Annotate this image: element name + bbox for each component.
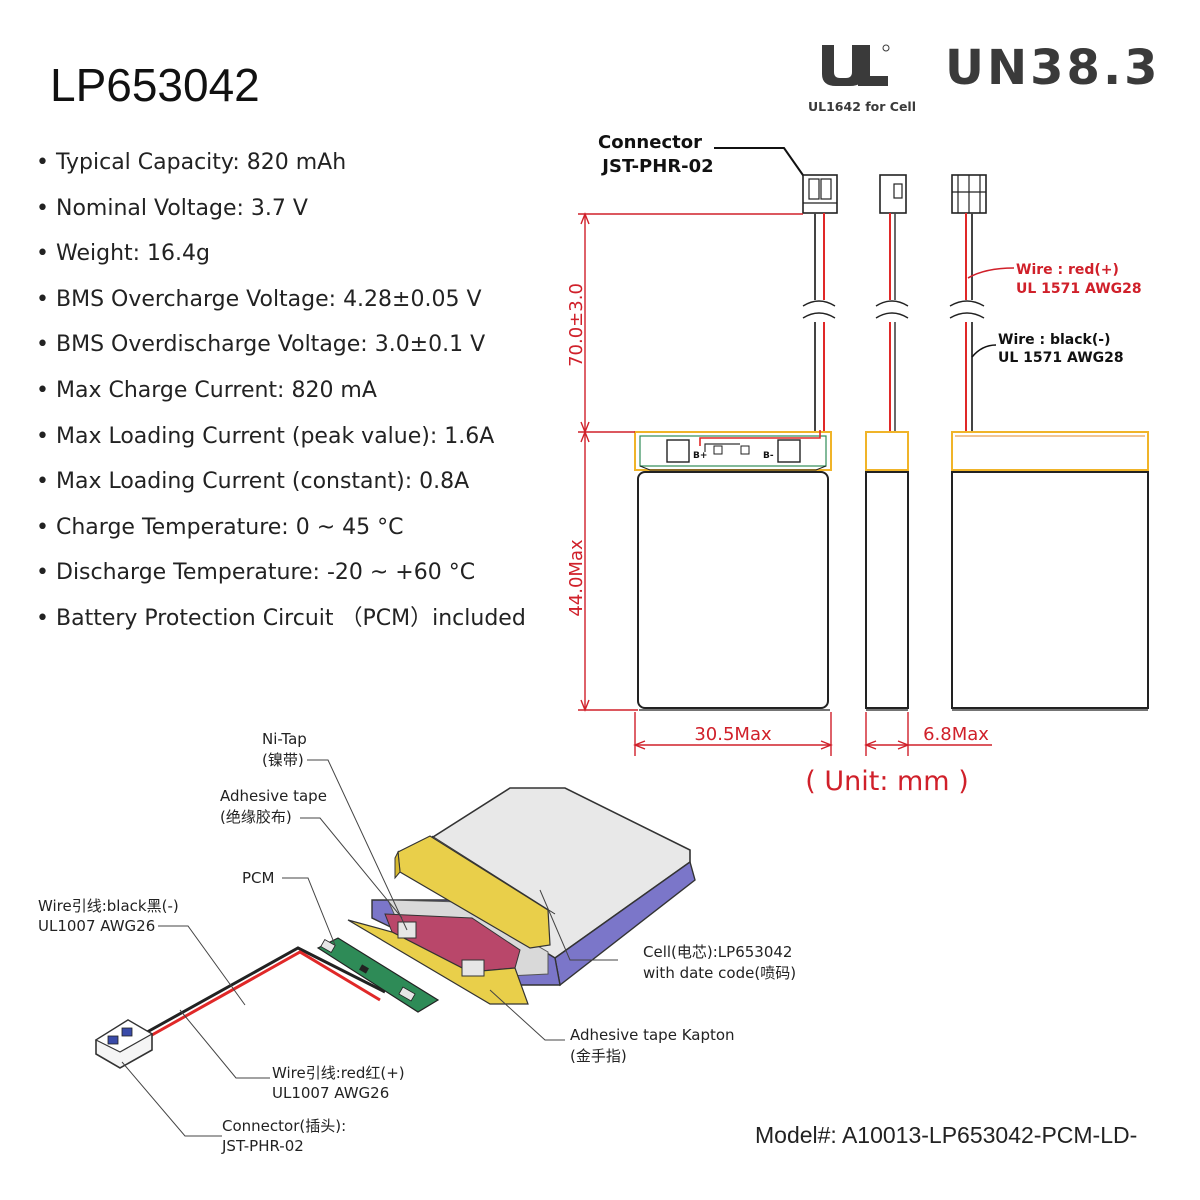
- spec-text: Weight: 16.4g: [56, 241, 210, 267]
- adhesive-label-1: Adhesive tape: [220, 787, 327, 805]
- connector-label-2: JST-PHR-02: [600, 156, 713, 177]
- connector-ex-label-1: Connector(插头):: [222, 1117, 346, 1135]
- spec-item: • Max Loading Current (peak value): 1.6A: [30, 420, 526, 466]
- spec-item: • Charge Temperature: 0 ~ 45 °C: [30, 511, 526, 557]
- ni-tap-label-1: Ni-Tap: [262, 730, 307, 748]
- spec-item: • BMS Overcharge Voltage: 4.28±0.05 V: [30, 283, 526, 329]
- pad-b-minus: B-: [763, 451, 774, 461]
- spec-text: Max Loading Current (peak value): 1.6A: [56, 423, 495, 449]
- exploded-wires: [139, 946, 386, 1042]
- bullet-icon: •: [36, 605, 49, 631]
- pad-b-plus: B+: [693, 451, 707, 461]
- bullet-icon: •: [36, 241, 49, 267]
- wire-red-ex-label-1: Wire引线:red红(+): [272, 1064, 405, 1082]
- model-number: Model#: A10013-LP653042-PCM-LD-: [755, 1122, 1138, 1148]
- spec-text: Typical Capacity: 820 mAh: [56, 150, 347, 175]
- connector-label-1: Connector: [598, 132, 702, 153]
- exploded-cell: [347, 787, 696, 1005]
- unit-label: ( Unit: mm ): [805, 766, 968, 797]
- spec-text: Max Loading Current (constant): 0.8A: [56, 469, 470, 495]
- spec-item: • Battery Protection Circuit （PCM）include…: [30, 602, 526, 648]
- spec-text: BMS Overdischarge Voltage: 3.0±0.1 V: [56, 332, 486, 358]
- spec-item: • Nominal Voltage: 3.7 V: [30, 192, 526, 238]
- product-title: LP653042: [50, 59, 260, 111]
- spec-item: • Typical Capacity: 820 mAh: [30, 146, 526, 192]
- kapton-label-2: (金手指): [570, 1047, 627, 1065]
- dim-wire-length: 70.0±3.0: [566, 283, 587, 367]
- dim-thickness: 6.8Max: [923, 724, 989, 745]
- bullet-icon: •: [36, 423, 49, 449]
- exploded-leaders: [121, 759, 618, 1137]
- wire-red-label-1: Wire : red(+): [1016, 262, 1119, 278]
- dimension-lines: [578, 212, 992, 756]
- front-connector: [802, 174, 838, 214]
- spec-text: Discharge Temperature: -20 ~ +60 °C: [56, 560, 476, 586]
- spec-text: Charge Temperature: 0 ~ 45 °C: [56, 514, 404, 540]
- wire-black-label-2: UL 1571 AWG28: [998, 350, 1124, 366]
- front-wires: [802, 213, 836, 432]
- kapton-label-1: Adhesive tape Kapton: [570, 1026, 735, 1044]
- spec-item: • Weight: 16.4g: [30, 237, 526, 283]
- cell-label-2: with date code(喷码): [643, 964, 796, 982]
- wire-red-leader: [967, 267, 1015, 279]
- spec-text: Battery Protection Circuit （PCM）included: [56, 605, 526, 631]
- spec-item: • Max Loading Current (constant): 0.8A: [30, 465, 526, 511]
- ul-caption: UL1642 for Cell: [808, 99, 916, 114]
- exploded-connector: [94, 1019, 154, 1069]
- bullet-icon: •: [36, 560, 49, 586]
- side-connector: [875, 174, 909, 432]
- spec-text: BMS Overcharge Voltage: 4.28±0.05 V: [56, 286, 482, 312]
- exploded-pcm: [316, 937, 440, 1013]
- back-view-cell: [951, 431, 1149, 711]
- wire-black-leader: [971, 344, 997, 358]
- bullet-icon: •: [36, 195, 49, 221]
- bullet-icon: •: [36, 469, 49, 495]
- spec-list: • Typical Capacity: 820 mAh • Nominal Volt…: [30, 146, 526, 648]
- un383-mark: UN38.3: [945, 40, 1161, 96]
- dim-height: 44.0Max: [566, 539, 587, 617]
- pcm-label: PCM: [242, 869, 274, 887]
- spec-item: • BMS Overdischarge Voltage: 3.0±0.1 V: [30, 328, 526, 374]
- bullet-icon: •: [36, 332, 49, 358]
- ni-tap-label-2: (镍带): [262, 751, 304, 769]
- connector-ex-label-2: JST-PHR-02: [221, 1137, 304, 1155]
- bullet-icon: •: [36, 150, 49, 175]
- spec-text: Nominal Voltage: 3.7 V: [56, 195, 308, 221]
- back-connector: [949, 174, 987, 432]
- wire-red-label-2: UL 1571 AWG28: [1016, 281, 1142, 297]
- wire-black-ex-label-1: Wire引线:black黑(-): [38, 897, 179, 915]
- cell-label-1: Cell(电芯):LP653042: [643, 943, 792, 961]
- ul-logo-icon: [822, 44, 890, 86]
- bullet-icon: •: [36, 286, 49, 312]
- front-view-cell: [634, 430, 832, 711]
- spec-item: • Discharge Temperature: -20 ~ +60 °C: [30, 556, 526, 602]
- dim-width: 30.5Max: [694, 724, 772, 745]
- bullet-icon: •: [36, 377, 49, 403]
- adhesive-label-2: (绝缘胶布): [220, 808, 292, 826]
- connector-leader: [714, 147, 806, 179]
- spec-item: • Max Charge Current: 820 mA: [30, 374, 526, 420]
- side-view-cell: [865, 431, 909, 711]
- spec-text: Max Charge Current: 820 mA: [56, 377, 377, 403]
- wire-red-ex-label-2: UL1007 AWG26: [272, 1084, 389, 1102]
- wire-black-ex-label-2: UL1007 AWG26: [38, 917, 155, 935]
- bullet-icon: •: [36, 514, 49, 540]
- wire-black-label-1: Wire : black(-): [998, 332, 1110, 348]
